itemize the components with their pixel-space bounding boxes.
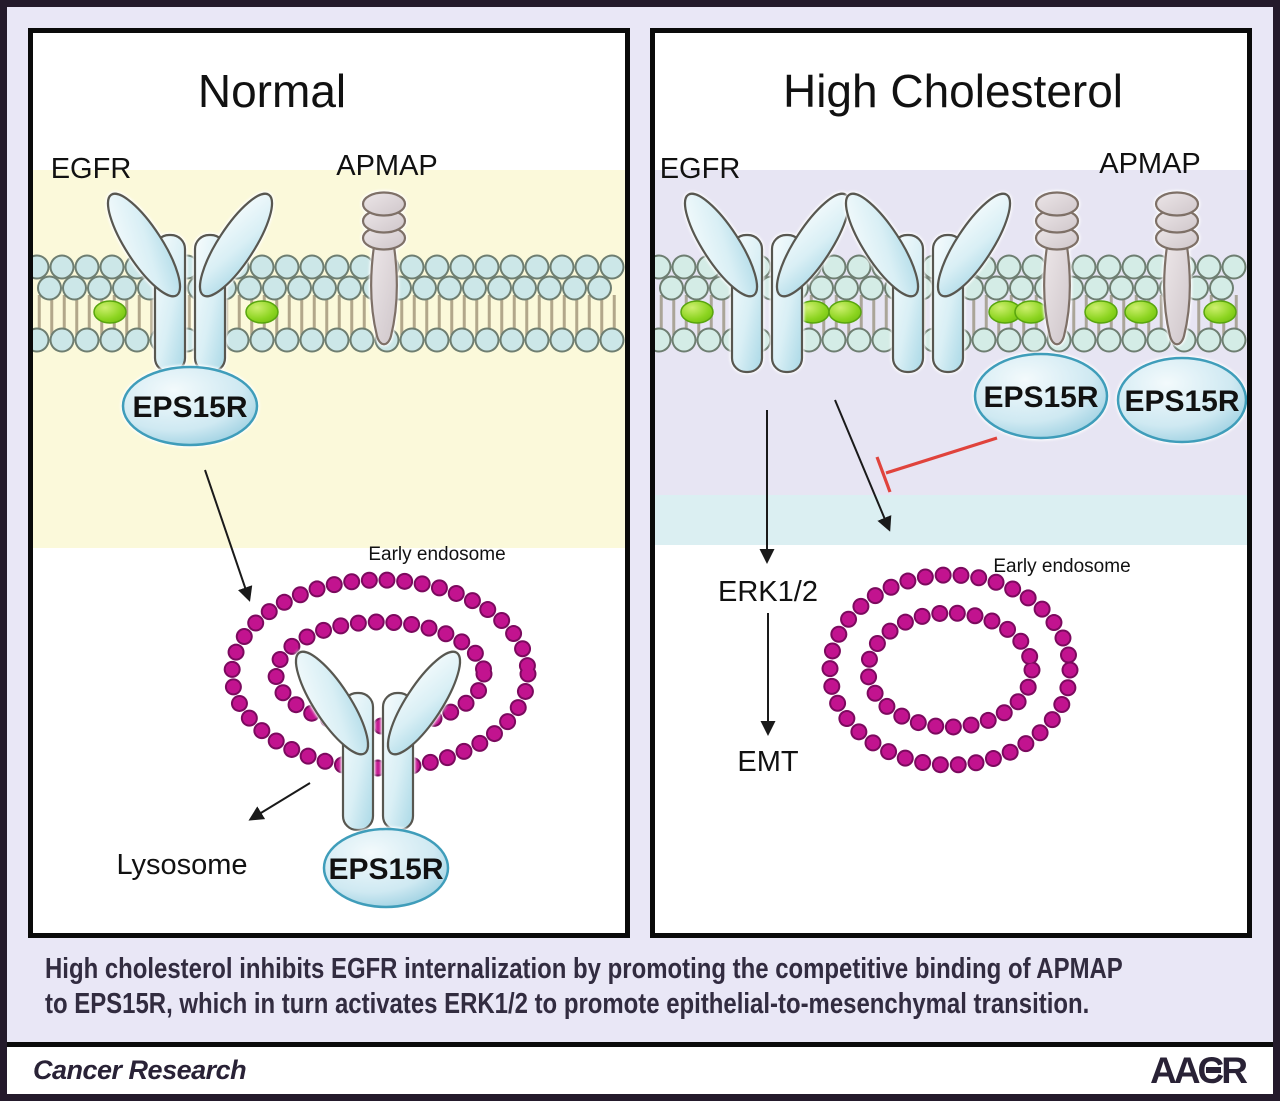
inhibition-tbar [875, 436, 998, 493]
lysosome-label: Lysosome [116, 849, 247, 881]
figure-caption: High cholesterol inhibits EGFR internali… [45, 952, 1255, 1022]
cholesterol-molecule [680, 300, 714, 324]
eps15r-label: EPS15R [132, 391, 247, 424]
panel-high-cholesterol-canvas: High Cholesterol EGFR APMAP [655, 65, 1247, 778]
internalization-arrow [204, 469, 253, 602]
cholesterol-molecule [93, 300, 127, 324]
panel-normal: Normal EGFR APMAP EPS15R [28, 28, 630, 938]
panel-normal-canvas: Normal EGFR APMAP EPS15R [33, 65, 625, 909]
emt-label: EMT [737, 746, 799, 778]
blocked-internalization-arrow [834, 399, 892, 532]
cholesterol-molecule [828, 300, 862, 324]
cholesterol-molecule [245, 300, 279, 324]
eps15r-label: EPS15R [1124, 385, 1239, 418]
cholesterol-molecule [1203, 300, 1237, 324]
eps15r-protein-endosome: EPS15R [322, 827, 450, 909]
plasma-membrane [33, 254, 625, 353]
caption-line-2: to EPS15R, which in turn activates ERK1/… [45, 988, 1090, 1020]
panel-title-normal: Normal [198, 65, 346, 117]
eps15r-protein-2: EPS15R [1116, 356, 1247, 444]
early-endosome-empty [821, 566, 1079, 774]
panel-high-cholesterol: High Cholesterol EGFR APMAP [650, 28, 1252, 938]
egfr-label: EGFR [51, 153, 132, 185]
lysosome-arrow [248, 782, 311, 821]
eps15r-label: EPS15R [328, 853, 443, 886]
panel-title-high-cholesterol: High Cholesterol [783, 65, 1123, 117]
cytoplasm-band-cyan [655, 495, 1247, 545]
cholesterol-molecule [1014, 300, 1048, 324]
caption-line-1: High cholesterol inhibits EGFR internali… [45, 953, 1123, 985]
aacr-logo: AACR [1150, 1049, 1248, 1091]
eps15r-protein: EPS15R [121, 365, 259, 447]
early-endosome-label: Early endosome [368, 544, 505, 565]
eps15r-label: EPS15R [983, 381, 1098, 414]
journal-footer: Cancer Research AACR [7, 1042, 1273, 1094]
early-endosome [223, 571, 537, 777]
egfr-receptor-internalized [283, 641, 473, 832]
early-endosome-label: Early endosome [993, 556, 1130, 577]
apmap-label: APMAP [1099, 148, 1201, 180]
egfr-label: EGFR [660, 153, 741, 185]
cholesterol-molecule [1124, 300, 1158, 324]
journal-title: Cancer Research [33, 1055, 247, 1085]
cholesterol-molecule [1084, 300, 1118, 324]
apmap-label: APMAP [336, 150, 438, 182]
erk-label: ERK1/2 [718, 576, 818, 608]
eps15r-protein-1: EPS15R [973, 352, 1109, 440]
